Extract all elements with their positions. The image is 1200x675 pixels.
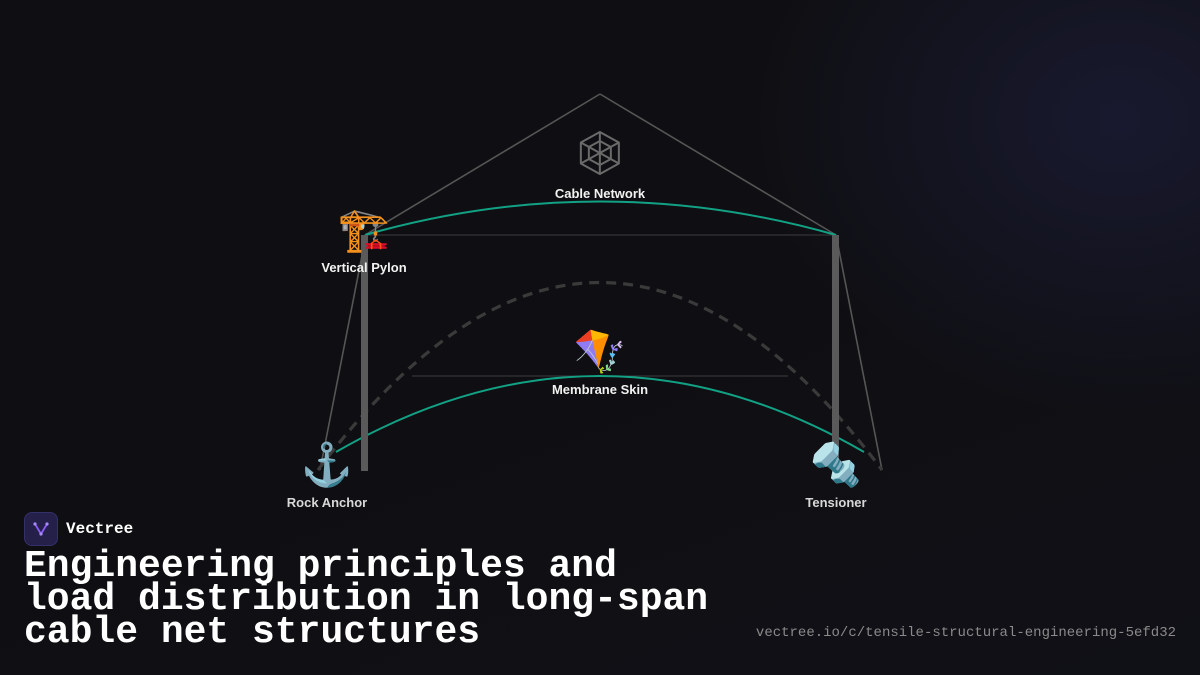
mast-right (832, 235, 839, 471)
upper-cable-curve (364, 200, 837, 236)
brand: Vectree (24, 512, 133, 546)
mast-left (361, 235, 368, 471)
node-cable-network: Cable Network (555, 128, 645, 201)
spider-web-icon (580, 131, 620, 175)
lower-cable-curve (335, 375, 865, 453)
backstay-right (835, 234, 883, 471)
tensioner-label: Tensioner (805, 495, 867, 510)
source-url: vectree.io/c/tensile-structural-engineer… (755, 625, 1176, 641)
kite-icon: 🪁 (573, 328, 627, 375)
anchor-icon: ⚓ (300, 441, 354, 488)
brand-name: Vectree (66, 520, 134, 538)
backstay-left (319, 239, 366, 471)
nut-and-bolt-icon: 🔩 (809, 441, 863, 488)
cable-network-label: Cable Network (554, 186, 646, 201)
roof-line-left (364, 93, 601, 236)
node-vertical-pylon: 🏗️ Vertical Pylon (321, 206, 406, 275)
construction-crane-icon: 🏗️ (337, 206, 391, 253)
page-title: Engineering principles and load distribu… (24, 545, 709, 654)
vertical-pylon-label: Vertical Pylon (321, 260, 407, 275)
roof-line-right (599, 93, 837, 236)
membrane-skin-label: Membrane Skin (551, 382, 649, 397)
rock-anchor-label: Rock Anchor (286, 495, 368, 510)
vectree-logo-icon (24, 512, 58, 546)
node-membrane-skin: 🪁 Membrane Skin (552, 328, 648, 397)
dashed-arch (316, 281, 884, 471)
node-rock-anchor: ⚓ Rock Anchor (287, 441, 367, 510)
node-tensioner: 🔩 Tensioner (805, 441, 866, 510)
